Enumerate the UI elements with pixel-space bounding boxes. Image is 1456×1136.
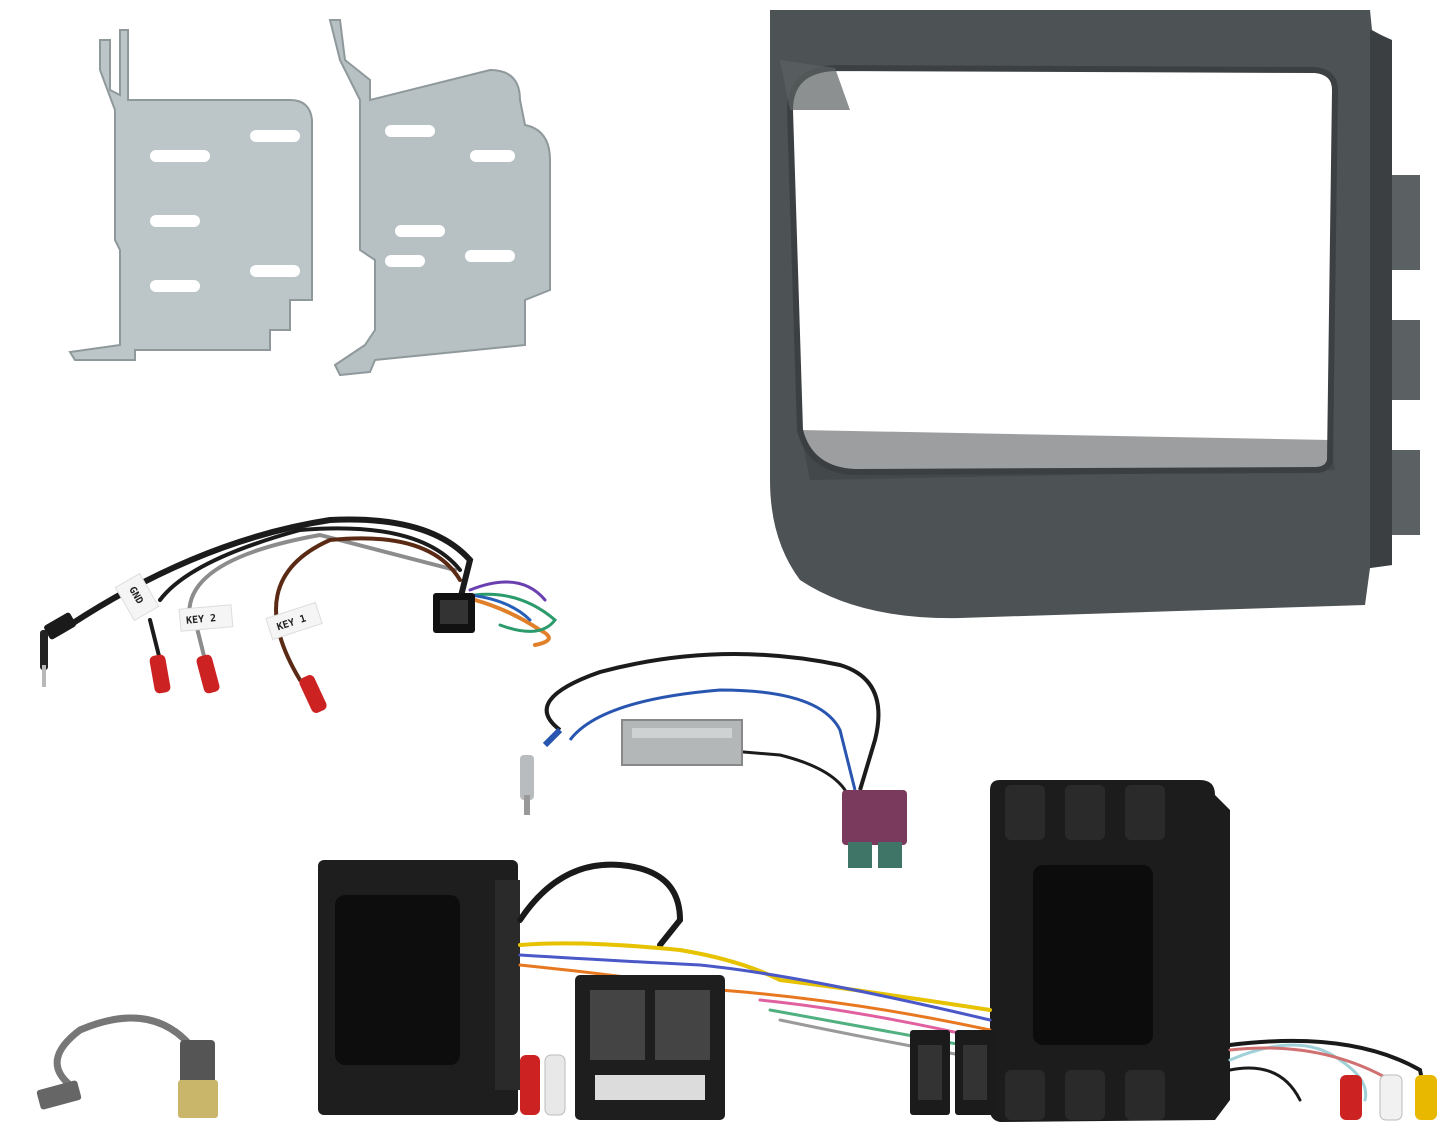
interface-module-small [318,860,520,1115]
red-spade-terminals [149,654,327,713]
antenna-adapter [520,652,907,868]
multi-pin-plug [433,593,475,633]
wire-label-key1: KEY 1 [265,601,323,641]
wire-label-key2: KEY 2 [178,604,234,632]
mounting-bracket-right [328,19,551,377]
mounting-bracket-left [68,29,313,361]
interface-module-large [990,780,1230,1122]
jack-plug-connector [40,612,76,687]
rca-plugs-left [520,1054,566,1116]
iso-connectors [910,1030,995,1115]
key2-label: KEY 2 [186,613,217,627]
rca-plugs-right [1340,1074,1437,1121]
wire-label-gnd: GND [114,572,160,622]
quadlock-connector [575,975,725,1120]
double-din-fascia [770,10,1420,619]
usb-fakra-lead [36,1014,218,1118]
